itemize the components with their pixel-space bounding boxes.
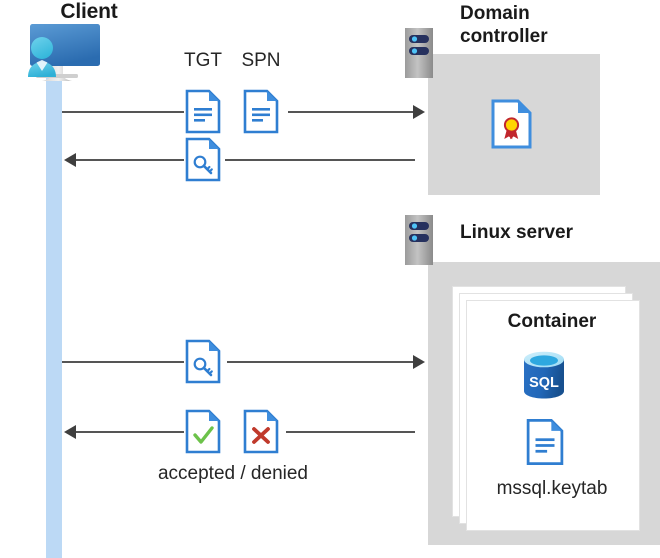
domain-controller-title-line2: controller (460, 26, 548, 48)
present-key-document-icon (185, 339, 221, 389)
client-lifeline (46, 60, 62, 558)
spn-document-icon (243, 89, 279, 139)
domain-controller-title: Domain controller (460, 2, 650, 48)
msg-tgt-spn-line-right (288, 111, 415, 113)
msg-tgt-spn-line-left (62, 111, 184, 113)
linux-server-title: Linux server (460, 222, 573, 243)
sql-database-label: SQL (529, 375, 559, 391)
certificate-doc-icon (491, 99, 532, 149)
msg-present-ticket-arrowhead (413, 355, 425, 369)
keytab-filename-label: mssql.keytab (496, 478, 608, 499)
msg-tgt-spn-arrowhead (413, 105, 425, 119)
denied-document-icon (243, 409, 279, 459)
tgt-document-icon (185, 89, 221, 139)
msg-present-ticket-line-right (227, 361, 415, 363)
msg-ticket-response-arrowhead (64, 153, 76, 167)
container-card-front (466, 300, 640, 531)
container-title: Container (507, 311, 597, 332)
keytab-document-icon (526, 418, 564, 466)
accepted-denied-caption: accepted / denied (157, 463, 308, 484)
spn-label: SPN (241, 50, 281, 71)
msg-present-ticket-line-left (62, 361, 184, 363)
sql-database-icon: SQL (521, 350, 567, 400)
domain-controller-server-icon (405, 28, 433, 83)
linux-server-server-icon (405, 215, 433, 270)
accepted-document-icon (185, 409, 221, 459)
client-label: Client (60, 0, 118, 23)
domain-controller-title-line1: Domain (460, 3, 530, 24)
client-workstation-icon (8, 22, 108, 84)
ticket-key-document-icon (185, 137, 221, 187)
msg-auth-result-arrowhead (64, 425, 76, 439)
msg-ticket-response-line-right (225, 159, 415, 161)
tgt-label: TGT (184, 50, 222, 71)
msg-auth-result-line-right (286, 431, 415, 433)
msg-ticket-response-line-left (76, 159, 184, 161)
msg-auth-result-line-left (76, 431, 184, 433)
